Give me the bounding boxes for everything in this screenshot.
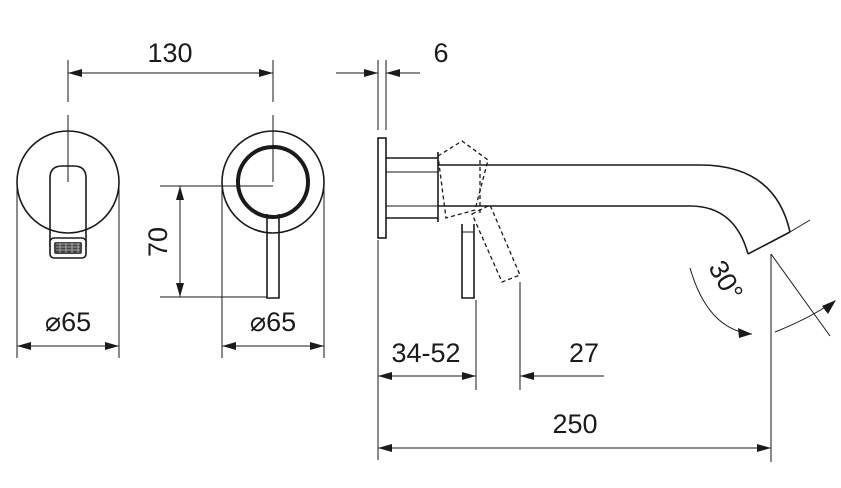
center-spacing-dimension: 130 bbox=[67, 38, 274, 102]
spout-body bbox=[49, 165, 87, 247]
overall-projection-dimension: 250 bbox=[378, 254, 772, 462]
mixer-front-view: 70 ⌀65 bbox=[143, 115, 325, 358]
wall-plate bbox=[377, 137, 387, 239]
wall-depth-label: 34-52 bbox=[391, 338, 460, 368]
spout-angle-label: 30° bbox=[703, 255, 749, 305]
spout-outlet bbox=[747, 231, 791, 255]
handle-offset-label: 27 bbox=[569, 338, 599, 368]
center-spacing-label: 130 bbox=[147, 38, 192, 68]
plate-height-label: 70 bbox=[143, 227, 173, 257]
right-diameter-label: ⌀65 bbox=[250, 307, 296, 337]
handle-alt-lever bbox=[471, 204, 521, 283]
plate-thickness-label: 6 bbox=[433, 38, 448, 68]
overall-projection-label: 250 bbox=[552, 409, 597, 439]
spout-front-view: ⌀65 bbox=[16, 115, 120, 358]
handle-alt-top bbox=[437, 140, 489, 219]
aerator-mesh-icon bbox=[49, 237, 87, 259]
side-handle bbox=[461, 224, 475, 299]
left-diameter-label: ⌀65 bbox=[45, 307, 91, 337]
spout-angle-dimension: 30° bbox=[689, 219, 836, 338]
plate-thickness-dimension: 6 bbox=[336, 38, 449, 130]
depth-dimensions: 34-52 27 bbox=[377, 240, 604, 460]
spout-bottom-edge bbox=[438, 205, 749, 255]
spout-top-edge bbox=[438, 164, 791, 233]
mixer-handle bbox=[266, 214, 280, 299]
side-view bbox=[377, 137, 791, 299]
